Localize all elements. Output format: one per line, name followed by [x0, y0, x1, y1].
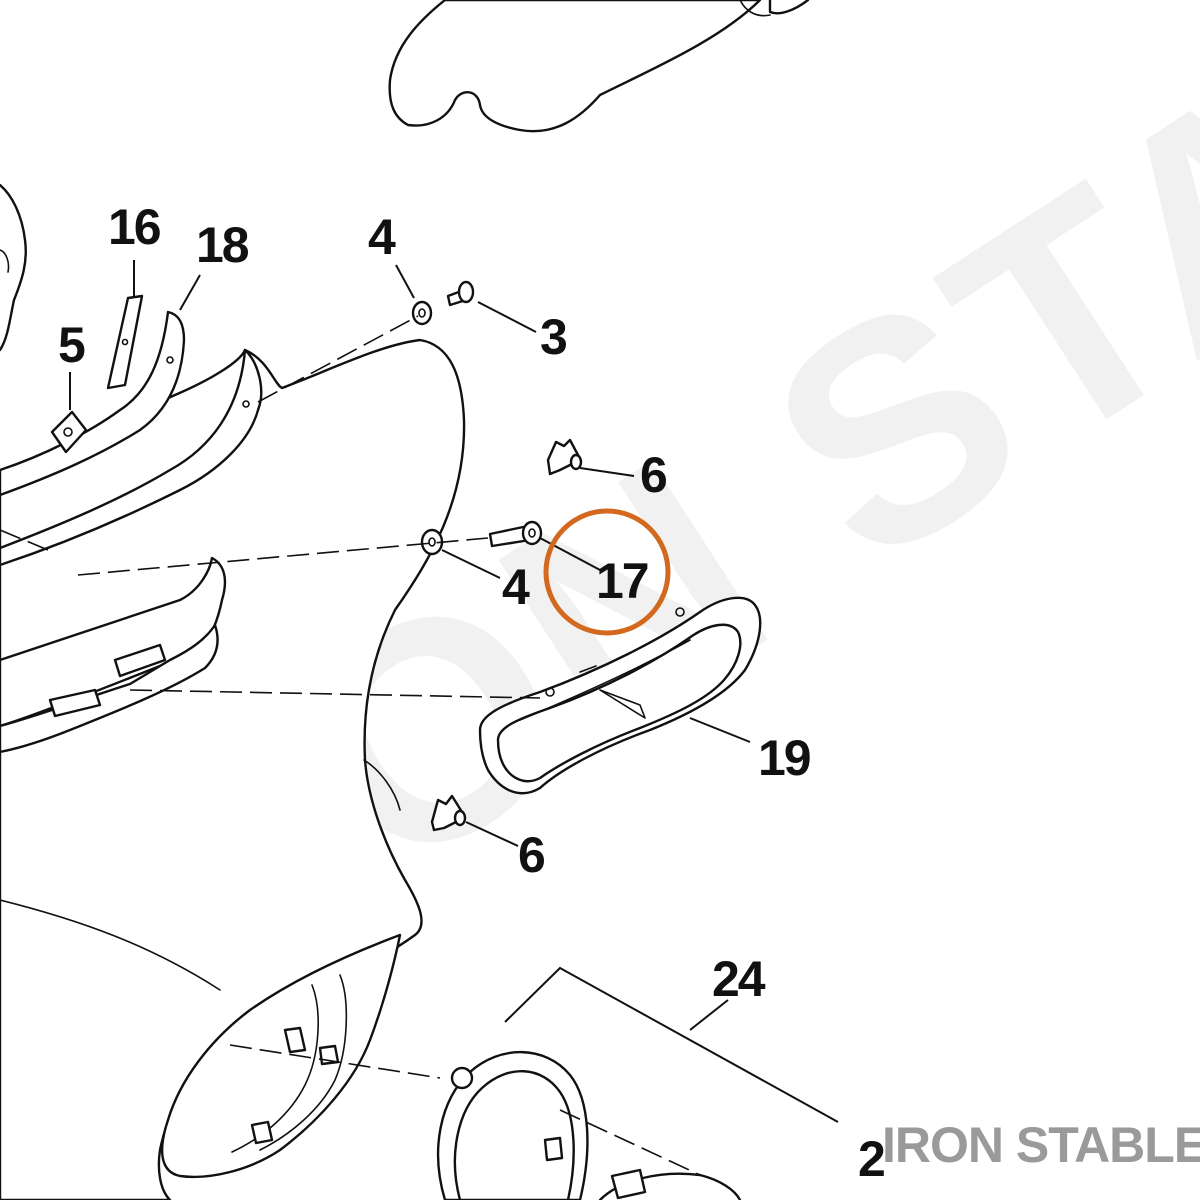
clip-6-top [546, 438, 583, 476]
clip-16 [106, 294, 144, 390]
callout-4-top: 4 [368, 209, 396, 265]
callout-6-top: 6 [640, 447, 666, 503]
callout-4-mid: 4 [502, 559, 530, 615]
fairing-vent-opening [0, 556, 227, 754]
callout-24: 24 [712, 951, 766, 1007]
assembly-dashed-lines [0, 315, 701, 1176]
windshield-outline [388, 0, 810, 133]
trim-strip-upper [0, 348, 263, 567]
highlight-ring [543, 508, 671, 636]
inner-fairing-left [0, 183, 27, 352]
air-vent-19 [478, 596, 762, 795]
screw-3 [446, 280, 475, 307]
callout-5: 5 [58, 317, 85, 373]
callout-3: 3 [540, 309, 566, 365]
callout-16: 16 [108, 199, 160, 255]
callout-17: 17 [596, 553, 648, 609]
brand-logo-text: IRON STABLE [882, 1117, 1200, 1173]
clip-6-bottom [430, 794, 467, 832]
headlamp-bucket [161, 933, 402, 1179]
callout-2: 2 [858, 1131, 884, 1187]
headlamp-trim-ring-24 [436, 1050, 742, 1200]
callout-leader-lines [69, 260, 839, 1123]
nut-5 [50, 410, 88, 454]
trim-strip-18 [0, 310, 186, 497]
callout-18: 18 [196, 217, 249, 273]
screw-17 [488, 520, 543, 548]
callout-6-bottom: 6 [518, 827, 544, 883]
washer-4-top [411, 300, 433, 326]
callout-19: 19 [758, 730, 810, 786]
